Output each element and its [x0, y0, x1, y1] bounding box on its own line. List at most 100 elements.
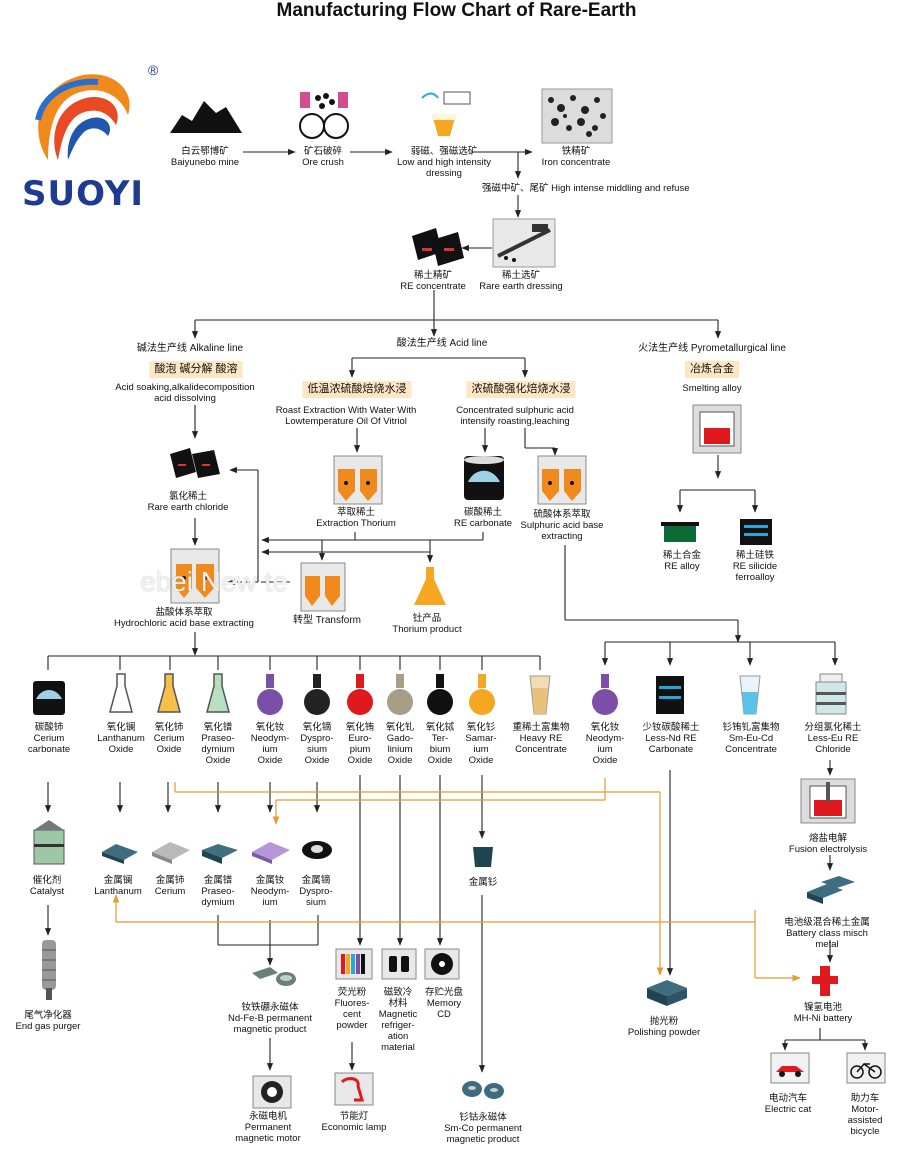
- label-middling-refuse: 强磁中矿、尾矿 High intense middling and refuse: [482, 183, 690, 194]
- product-samarium-oxide: 氧化钐 Samar- ium Oxide: [465, 722, 497, 766]
- sulphuric-extraction-icon: [537, 455, 587, 505]
- label-re-concentrate: 稀土精矿 RE concentrate: [400, 270, 466, 292]
- label-sulphuric-extracting: 硫酸体系萃取 Sulphuric acid base extracting: [520, 509, 604, 542]
- product-gadolinium-oxide: 氧化钆 Gado- linium Oxide: [385, 722, 415, 766]
- fluorescent-powder-icon: [335, 948, 373, 980]
- europium-oxide-icon: [347, 674, 373, 715]
- permanent-motor-icon: [252, 1075, 292, 1109]
- label-pyro-line: 火法生产线 Pyrometallurgical line: [638, 343, 786, 354]
- terbium-oxide-icon: [427, 674, 453, 715]
- re-ferroalloy-icon: [740, 519, 772, 545]
- re-dressing-icon: [492, 218, 556, 268]
- label-lanthanum-metal: 金属镧 Lanthanum: [94, 875, 142, 897]
- cerium-carbonate-icon: [33, 681, 65, 715]
- neodymium-metal-icon: [252, 842, 290, 864]
- cerium-metal-icon: [152, 842, 190, 864]
- memory-cd-icon: [424, 948, 460, 980]
- label-dysprosium-metal: 金属镝 Dyspro- sium: [299, 875, 333, 908]
- mine-ore-icon: [170, 101, 242, 133]
- label-samarium-metal: 金属钐: [468, 877, 498, 888]
- label-ore-crush: 矿石破碎 Ore crush: [302, 146, 344, 168]
- label-magnetic-refrigeration: 磁致冷 材料 Magnetic refriger- ation material: [378, 987, 418, 1053]
- label-bicycle: 助力车 Motor-assisted bicycle: [847, 1093, 883, 1137]
- product-terbium-oxide: 氧化铽 Ter- bium Oxide: [425, 722, 455, 766]
- end-gas-purger-icon: [42, 940, 56, 1000]
- label-extraction-thorium: 萃取稀土 Extraction Thorium: [316, 507, 396, 529]
- thorium-product-icon: [414, 567, 446, 605]
- registered-mark: ®: [148, 62, 159, 78]
- product-less-nd-carbonate: 少钕碳酸稀土 Less-Nd RE Carbonate: [642, 722, 700, 755]
- product-cerium-carbonate: 碳酸铈 Cerium carbonate: [27, 722, 71, 755]
- magnetic-refrigeration-icon: [381, 948, 417, 980]
- magnetic-dressing-icon: [421, 91, 471, 136]
- dysprosium-metal-icon: [302, 841, 332, 859]
- gadolinium-oxide-icon: [387, 674, 413, 715]
- suoyi-logo-icon: [35, 74, 130, 160]
- praseodymium-oxide-icon: [206, 673, 230, 713]
- label-re-alloy: 稀土合金 RE alloy: [662, 550, 702, 572]
- low-temp-roast-box: 低温浓硫酸焙烧水浸: [302, 381, 412, 398]
- praseodymium-metal-icon: [202, 844, 238, 864]
- label-re-chloride: 氯化稀土 Rare earth chloride: [147, 491, 229, 513]
- re-concentrate-icon: [412, 228, 464, 266]
- chart-title: Manufacturing Flow Chart of Rare-Earth: [276, 0, 637, 21]
- label-smelting-alloy: Smelting alloy: [682, 383, 742, 394]
- label-acid-soaking: Acid soaking,alkalidecomposition acid di…: [115, 382, 255, 404]
- sm-eu-gd-concentrate-icon: [739, 675, 761, 715]
- label-iron-concentrate: 铁精矿 Iron concentrate: [541, 146, 611, 168]
- label-nimh-battery: 镍氢电池 MH-Ni battery: [793, 1002, 853, 1024]
- product-less-eu-chloride: 分组氯化稀土 Less-Eu RE Chloride: [804, 722, 862, 755]
- fusion-electrolysis-icon: [800, 778, 856, 824]
- product-praseodymium-oxide: 氧化镨 Praseo- dymium Oxide: [201, 722, 235, 766]
- brand-name: SUOYI: [22, 174, 145, 214]
- product-heavy-re: 重稀土富集物 Heavy RE Concentrate: [512, 722, 570, 755]
- label-concentrated-sulphuric: Concentrated sulphuric acid intensify ro…: [456, 405, 574, 427]
- concentrated-roast-box: 浓硫酸强化焙烧水浸: [466, 381, 576, 398]
- label-catalyst: 催化剂 Catalyst: [29, 875, 65, 897]
- product-neodymium-oxide: 氧化钕 Neodym- ium Oxide: [250, 722, 290, 766]
- product-sm-eu-gd-concentrate: 钐铕钆富集物 Sm-Eu-Cd Concentrate: [722, 722, 780, 755]
- misch-metal-icon: [807, 876, 855, 904]
- alkaline-process-box: 酸泡 碱分解 酸溶: [149, 361, 243, 378]
- electric-car-icon: [770, 1052, 810, 1084]
- samarium-oxide-icon: [469, 674, 495, 715]
- smelting-furnace-icon: [692, 404, 742, 454]
- label-neodymium-metal: 金属钕 Neodym- ium: [250, 875, 290, 908]
- product-cerium-oxide: 氧化铈 Cerium Oxide: [153, 722, 185, 755]
- ore-crusher-icon: [299, 92, 349, 139]
- neodymium-oxide-2-icon: [592, 674, 618, 715]
- catalyst-icon: [33, 820, 65, 865]
- label-re-ferroalloy: 稀土硅铁 RE silicide ferroalloy: [732, 550, 778, 583]
- product-europium-oxide: 氧化铕 Euro- pium Oxide: [345, 722, 375, 766]
- label-hcl-extracting: 盐酸体系萃取 Hydrochloric acid base extracting: [114, 607, 254, 629]
- smelting-alloy-box: 冶炼合金: [685, 361, 739, 378]
- hcl-extraction-icon: [170, 548, 220, 604]
- bicycle-icon: [846, 1052, 886, 1084]
- iron-concentrate-icon: [541, 88, 613, 144]
- product-neodymium-oxide-2: 氧化钕 Neodym- ium Oxide: [585, 722, 625, 766]
- label-fusion-electrolysis: 熔盐电解 Fusion electrolysis: [788, 833, 868, 855]
- label-praseodymium-metal: 金属镨 Praseo- dymium: [201, 875, 235, 908]
- less-nd-carbonate-icon: [656, 676, 684, 714]
- transform-icon: [300, 562, 346, 612]
- cerium-oxide-icon: [157, 673, 181, 713]
- polishing-powder-icon: [647, 980, 687, 1006]
- label-memory-cd: 存贮光盘 Memory CD: [424, 987, 464, 1020]
- re-carbonate-icon: [464, 456, 504, 500]
- smco-magnet-icon: [462, 1081, 504, 1099]
- neodymium-oxide-icon: [257, 674, 283, 715]
- samarium-metal-icon: [473, 847, 493, 867]
- label-roast-extraction: Roast Extraction With Water With Lowtemp…: [275, 405, 417, 427]
- re-alloy-icon: [661, 522, 699, 542]
- label-alkaline-line: 碱法生产线 Alkaline line: [136, 343, 244, 354]
- thorium-extraction-icon: [333, 455, 383, 505]
- label-smco: 钐钴永磁体 Sm-Co permanent magnetic product: [444, 1112, 522, 1145]
- label-re-carbonate: 碳酸稀土 RE carbonate: [453, 507, 513, 529]
- label-misch-metal: 电池级混合稀土金属 Battery class misch metal: [784, 917, 870, 950]
- label-electric-car: 电动汽车 Electric cat: [764, 1093, 812, 1115]
- lanthanum-metal-icon: [102, 844, 138, 864]
- product-dysprosium-oxide: 氧化镝 Dyspro- sium Oxide: [300, 722, 334, 766]
- dysprosium-oxide-icon: [304, 674, 330, 715]
- label-fluorescent-powder: 荧光粉 Fluores- cent powder: [334, 987, 370, 1031]
